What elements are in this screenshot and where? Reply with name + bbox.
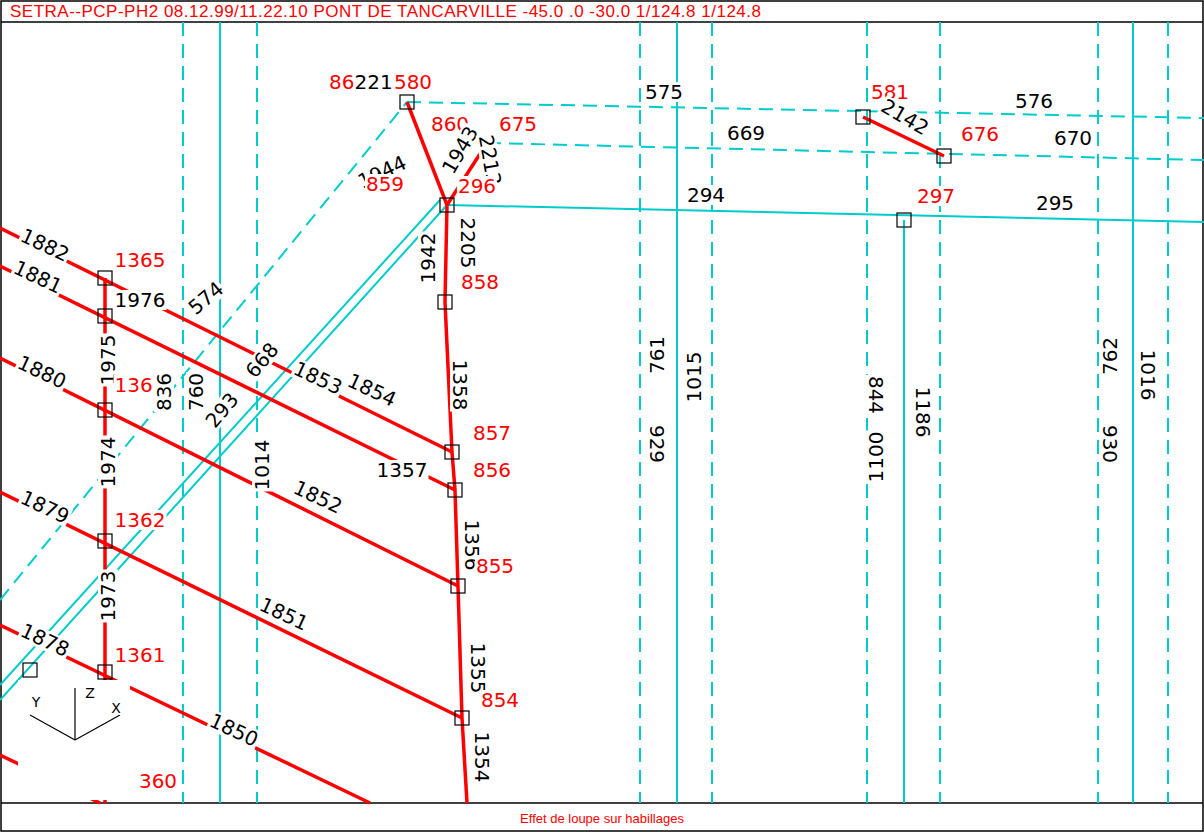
node-number: 360 xyxy=(138,771,178,791)
node-number: 580 xyxy=(393,72,433,92)
element-number: 1851 xyxy=(256,594,312,634)
node-number: 297 xyxy=(916,186,956,206)
element-number: 761 xyxy=(647,335,667,375)
element-number: 844 xyxy=(866,375,886,415)
element-number: 929 xyxy=(647,424,667,464)
element-number: 1357 xyxy=(376,460,429,480)
node-number: 675 xyxy=(498,114,538,134)
node-number: 296 xyxy=(457,176,497,196)
node-number: 854 xyxy=(480,690,520,710)
element-number: Y xyxy=(31,695,42,709)
node-number: 855 xyxy=(475,556,515,576)
element-number: 762 xyxy=(1100,336,1120,376)
element-number: 295 xyxy=(1035,193,1075,213)
element-number: 668 xyxy=(241,338,282,382)
element-number: 760 xyxy=(186,372,206,412)
element-number: 1973 xyxy=(98,570,118,623)
node-number: 859 xyxy=(365,174,405,194)
element-number: 1942 xyxy=(418,232,438,285)
element-number: 1881 xyxy=(10,257,66,297)
element-number: 1974 xyxy=(98,436,118,489)
element-number: 1850 xyxy=(206,710,262,750)
node-number: 1361 xyxy=(114,645,167,665)
element-number: 574 xyxy=(184,277,228,318)
caption: Effet de loupe sur habillages xyxy=(0,811,1204,826)
axis-symbol xyxy=(18,680,130,800)
element-number: 1358 xyxy=(450,359,470,412)
element-number: 1186 xyxy=(913,386,933,439)
element-number: 1878 xyxy=(17,620,73,660)
element-number: X xyxy=(110,701,122,715)
node-number: 858 xyxy=(460,272,500,292)
element-number: 1853 xyxy=(290,358,346,398)
element-number: 1852 xyxy=(290,477,346,517)
element-number: 2205 xyxy=(458,217,478,270)
node-number: 1365 xyxy=(114,250,167,270)
element-number: 1354 xyxy=(472,731,492,784)
element-number: 1015 xyxy=(684,351,704,404)
element-number: 836 xyxy=(154,372,174,412)
title: SETRA--PCP-PH2 08.12.99/11.22.10 PONT DE… xyxy=(10,2,761,22)
node-number: 857 xyxy=(472,423,512,443)
cyan-dashed xyxy=(0,22,1204,803)
element-number: 1976 xyxy=(114,290,167,310)
cyan-solid xyxy=(0,22,1204,803)
node-number: 1362 xyxy=(114,510,167,530)
node-number: 856 xyxy=(472,460,512,480)
element-number: 1100 xyxy=(866,431,886,484)
element-number: 669 xyxy=(726,123,766,143)
element-number: 930 xyxy=(1100,424,1120,464)
element-number: 576 xyxy=(1014,91,1054,111)
node-markers xyxy=(23,95,951,725)
element-number: 1014 xyxy=(252,439,272,492)
element-number: Z xyxy=(84,686,96,700)
element-number: 1016 xyxy=(1138,349,1158,402)
element-number: 294 xyxy=(686,185,726,205)
node-number: 676 xyxy=(960,124,1000,144)
element-number: 1355 xyxy=(468,642,488,695)
element-number: 670 xyxy=(1053,128,1093,148)
red-members xyxy=(0,102,944,803)
element-number: 1879 xyxy=(17,487,73,527)
element-number: 1880 xyxy=(14,352,70,392)
element-number: 575 xyxy=(644,82,684,102)
